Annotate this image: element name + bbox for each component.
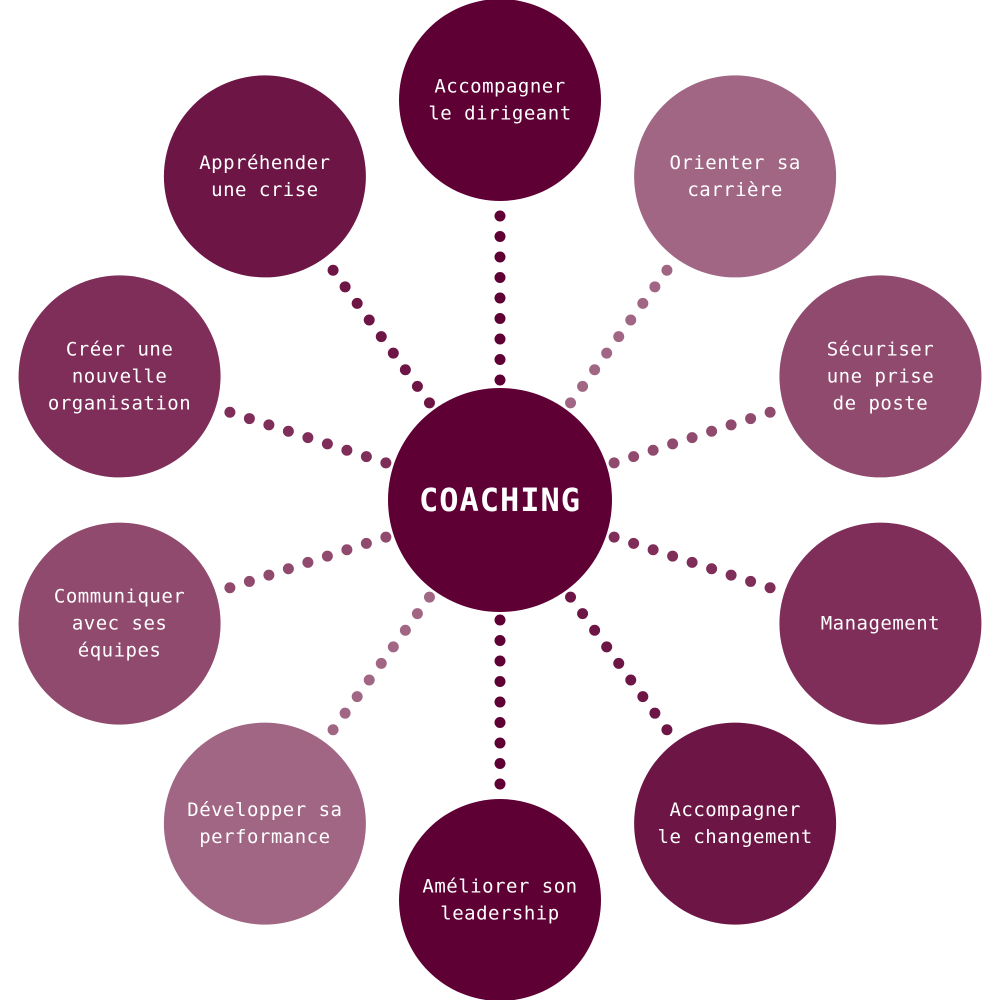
node-label: Accompagner le changement: [658, 799, 813, 848]
node-label-line: nouvelle: [72, 365, 168, 387]
node-label: Sécuriser une prise de poste: [827, 338, 934, 414]
node-label-line: équipes: [78, 640, 162, 662]
node-label-line: Améliorer son: [422, 876, 577, 898]
node-label-line: une crise: [211, 179, 318, 201]
center-label: COACHING: [419, 481, 581, 519]
node-circle: [779, 522, 982, 725]
node-label-line: performance: [199, 826, 330, 848]
node-label-line: Créer une: [66, 338, 173, 360]
center-circle: [388, 388, 612, 612]
node-circle: [399, 0, 601, 201]
node-label-line: une prise: [827, 365, 934, 387]
node-label: Appréhender une crise: [199, 152, 330, 201]
node-circle: [163, 75, 366, 278]
node-circle: [634, 722, 837, 925]
connector-creer-organisation: [219, 405, 392, 469]
node-label-line: Accompagner: [669, 799, 800, 821]
connector-management: [608, 531, 781, 595]
node-label: Accompagner le dirigeant: [428, 76, 571, 125]
node-label-line: leadership: [440, 903, 559, 925]
node-label-line: le changement: [658, 826, 813, 848]
node-apprehender-crise: Appréhender une crise: [163, 75, 366, 278]
node-creer-organisation: Créer une nouvelle organisation: [18, 275, 221, 478]
node-label-line: Orienter sa: [669, 152, 800, 174]
node-orienter-carriere: Orienter sa carrière: [634, 75, 837, 278]
node-communiquer-equipes: Communiquer avec ses équipes: [18, 522, 221, 725]
node-label-line: avec ses: [72, 613, 168, 635]
node-label-line: Appréhender: [199, 152, 330, 174]
node-label-line: Management: [821, 613, 940, 635]
node-circle: [399, 799, 601, 1000]
connector-apprehender-crise: [324, 260, 435, 409]
node-accompagner-dirigeant: Accompagner le dirigeant: [399, 0, 601, 201]
node-label: Management: [821, 613, 940, 635]
node-circle: [18, 522, 221, 725]
node-securiser-prise-poste: Sécuriser une prise de poste: [779, 275, 982, 478]
node-label: Développer sa performance: [187, 799, 342, 848]
node-label-line: Développer sa: [187, 799, 342, 821]
center-node: COACHING: [388, 388, 612, 612]
node-accompagner-changement: Accompagner le changement: [634, 722, 837, 925]
connector-accompagner-changement: [565, 591, 676, 740]
node-circle: [163, 722, 366, 925]
connector-securiser-prise-poste: [608, 405, 781, 469]
node-label-line: Sécuriser: [827, 338, 934, 360]
node-circle: [18, 275, 221, 478]
connector-orienter-carriere: [565, 260, 676, 409]
connectors: [219, 205, 781, 795]
node-label: Communiquer avec ses équipes: [54, 586, 185, 662]
node-label-line: le dirigeant: [428, 103, 571, 125]
node-label-line: de poste: [833, 392, 929, 414]
node-ameliorer-leadership: Améliorer son leadership: [399, 799, 601, 1000]
connector-communiquer-equipes: [219, 531, 392, 595]
node-circle: [779, 275, 982, 478]
node-developper-performance: Développer sa performance: [163, 722, 366, 925]
node-label-line: Accompagner: [434, 76, 565, 98]
node-label-line: Communiquer: [54, 586, 185, 608]
node-management: Management: [779, 522, 982, 725]
connector-developper-performance: [324, 591, 435, 740]
node-label: Améliorer son leadership: [422, 876, 577, 925]
node-label-line: carrière: [687, 179, 783, 201]
node-circle: [634, 75, 837, 278]
node-label: Créer une nouvelle organisation: [48, 338, 191, 414]
node-label-line: organisation: [48, 392, 191, 414]
node-label: Orienter sa carrière: [669, 152, 800, 201]
